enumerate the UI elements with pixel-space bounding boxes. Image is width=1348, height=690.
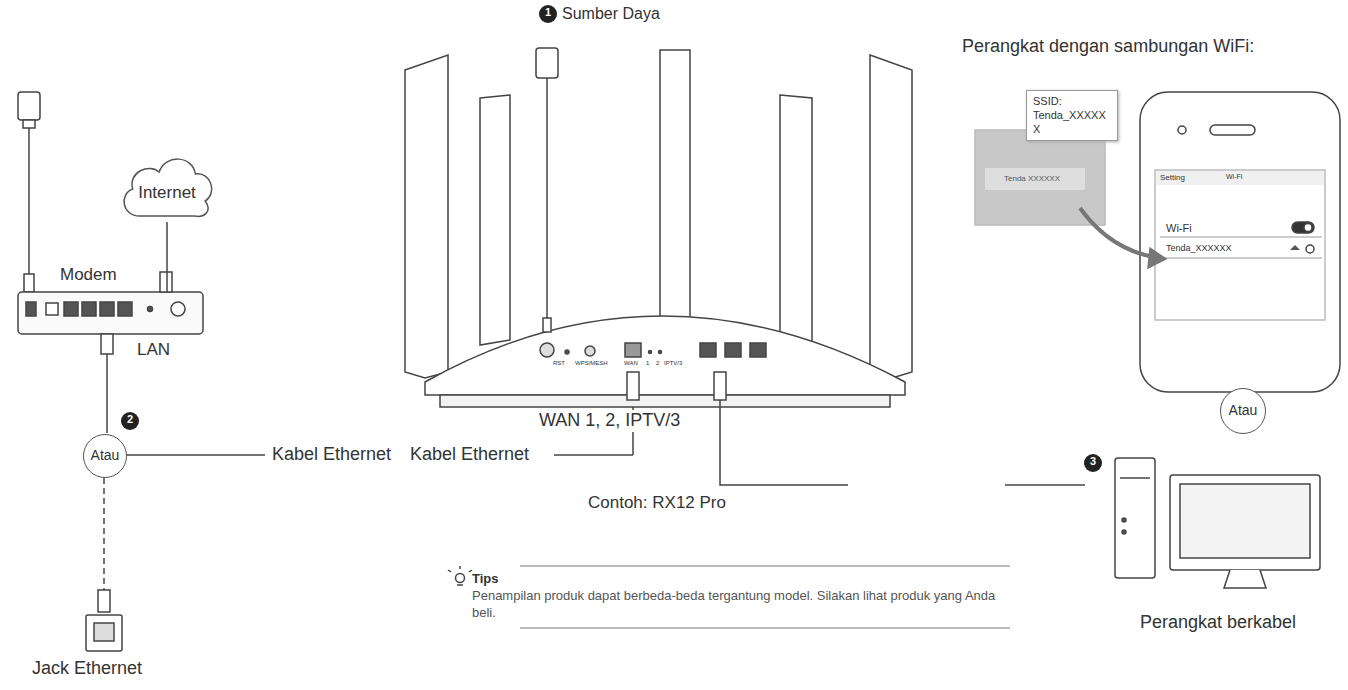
tips-heading: Tips bbox=[472, 571, 499, 587]
screen-text: Wi-Fi bbox=[1226, 173, 1242, 181]
tips-text: Penampilan produk dapat berbeda-beda ter… bbox=[472, 588, 1002, 622]
part-label: Sumber Daya bbox=[562, 4, 660, 23]
port-mark: WPS/MESH bbox=[575, 360, 608, 367]
part-label: Perangkat berkabel bbox=[1140, 612, 1296, 634]
node-text: Internet bbox=[138, 182, 196, 203]
cable-line bbox=[167, 222, 168, 292]
cloud-node: Internet bbox=[118, 150, 216, 222]
node-text: Atau bbox=[1229, 402, 1258, 420]
port-mark: RST bbox=[553, 360, 565, 367]
node-text: Modem bbox=[60, 264, 117, 285]
port-mark: 2 bbox=[656, 360, 659, 367]
screen-text: Wi-Fi bbox=[1166, 222, 1192, 235]
callout-number: 1 bbox=[540, 6, 556, 19]
group-heading: Perangkat dengan sambungan WiFi: bbox=[962, 36, 1254, 58]
cable-label: Kabel Ethernet bbox=[410, 444, 529, 466]
screen-text: Tenda_XXXXXX bbox=[1166, 243, 1232, 254]
part-label: Jack Ethernet bbox=[32, 658, 142, 680]
or-circle: Atau bbox=[83, 434, 127, 478]
node-text: SSID: Tenda_XXXXXX bbox=[1033, 95, 1111, 136]
port-label: LAN bbox=[137, 340, 170, 360]
port-mark: IPTV/3 bbox=[664, 360, 682, 367]
model-caption: Contoh: RX12 Pro bbox=[588, 493, 726, 513]
cable-line bbox=[166, 222, 168, 292]
modem-node: Modem bbox=[18, 292, 203, 334]
port-label: WAN 1, 2, IPTV/3 bbox=[536, 410, 683, 432]
sticker-text: Tenda XXXXXX bbox=[1004, 174, 1060, 184]
port-mark: 1 bbox=[646, 360, 649, 367]
or-circle: Atau bbox=[1220, 388, 1266, 434]
callout-number: 2 bbox=[121, 413, 139, 426]
ssid-callout: SSID: Tenda_XXXXXX bbox=[1026, 90, 1118, 141]
port-mark: WAN bbox=[624, 360, 638, 367]
screen-text: Setting bbox=[1160, 173, 1185, 183]
node-text: Atau bbox=[91, 447, 120, 465]
cable-label: Kabel Ethernet bbox=[272, 444, 391, 466]
callout-number: 3 bbox=[1084, 455, 1102, 468]
